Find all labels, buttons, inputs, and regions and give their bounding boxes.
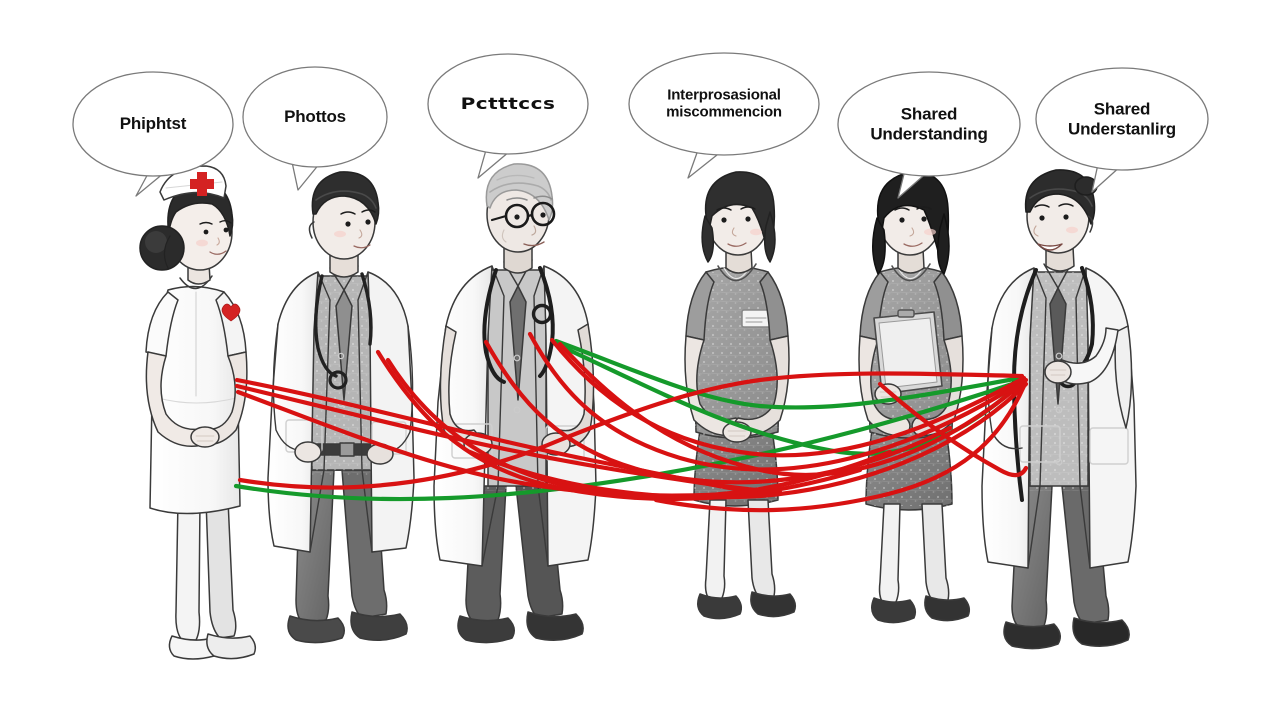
red-thread-10	[467, 381, 1029, 500]
red-thread-7	[527, 331, 1025, 472]
red-thread-9	[557, 341, 1029, 477]
speech-bubbles-layer	[72, 52, 1209, 199]
red-thread-12	[877, 381, 1029, 478]
green-thread-1	[553, 338, 1023, 410]
speech-bubble-body	[837, 71, 1021, 177]
miscommunication-threads	[234, 331, 1029, 513]
red-thread-11	[237, 371, 1025, 490]
speech-bubble-body	[427, 53, 589, 155]
speech-bubble	[1035, 67, 1209, 193]
red-thread-6	[483, 339, 953, 485]
speech-bubble-body	[628, 52, 820, 156]
speech-bubble	[427, 53, 589, 179]
speech-bubble-body	[242, 66, 388, 168]
speech-bubble-body	[72, 71, 234, 177]
red-thread-8	[549, 337, 1027, 458]
clipboard-icon	[873, 309, 943, 395]
speech-bubble	[628, 52, 820, 179]
red-thread-4	[375, 349, 863, 502]
speech-bubble	[242, 66, 388, 191]
red-thread-2	[234, 383, 783, 495]
speech-bubble-body	[1035, 67, 1209, 171]
red-thread-13	[653, 383, 1027, 513]
speech-bubble	[72, 71, 234, 197]
figure-nurse	[139, 165, 257, 660]
red-thread-5	[385, 357, 893, 499]
speech-bubble	[837, 71, 1021, 199]
connection-threads-layer	[233, 331, 1029, 513]
